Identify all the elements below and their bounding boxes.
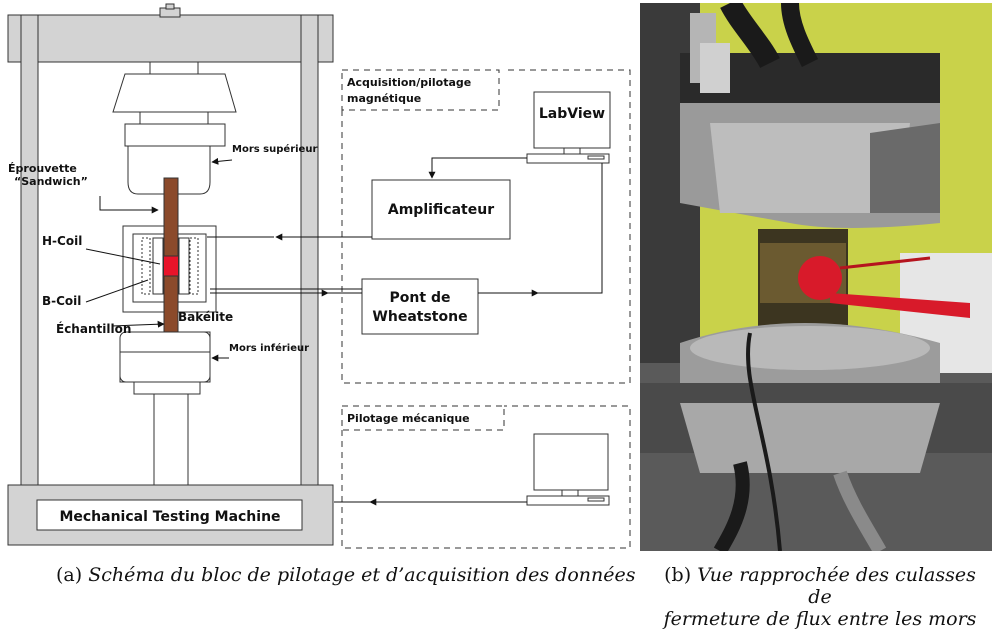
caption-a: (a) Schéma du bloc de pilotage et d’acqu…	[56, 564, 635, 586]
caption-b-line2: fermeture de flux entre les mors	[663, 608, 977, 630]
labview-label: LabView	[539, 106, 605, 122]
b-coil-label: B-Coil	[42, 294, 81, 308]
amplificateur-box	[371, 179, 511, 240]
lower-grip	[119, 331, 211, 489]
upper-grip	[127, 145, 211, 195]
amplificateur-label: Amplificateur	[388, 202, 494, 218]
caption-b-line1: Vue rapprochée des culasses de	[697, 564, 976, 608]
wheatstone-box	[361, 278, 479, 335]
acquisition-dashed-box	[341, 69, 631, 384]
machine-base	[7, 484, 334, 546]
upper-load-cell	[112, 61, 237, 147]
caption-b: (b) Vue rapprochée des culasses de ferme…	[650, 564, 990, 630]
acquisition-title-line1: Acquisition/pilotage	[347, 76, 471, 89]
mors-superieur-label: Mors supérieur	[232, 143, 317, 155]
h-coil-marker	[164, 256, 178, 276]
b-coil-leader	[85, 279, 149, 303]
sample-strip-upper	[163, 177, 179, 257]
echantillon-arrow	[111, 320, 165, 328]
wheatstone-label-line1: Pont de	[390, 290, 451, 306]
bakelite-label: Bakélite	[178, 310, 233, 324]
control-computer	[526, 433, 610, 506]
h-coil-leader	[85, 248, 161, 265]
wheatstone-label-line2: Wheatstone	[372, 309, 467, 325]
pilotage-title: Pilotage mécanique	[347, 412, 470, 425]
echantillon-label: Échantillon	[56, 321, 131, 336]
grips-photo	[640, 3, 992, 551]
eprouvette-label-line2: “Sandwich”	[14, 175, 88, 188]
caption-b-tag: (b)	[664, 564, 692, 586]
h-coil-label: H-Coil	[42, 234, 82, 248]
labview-computer	[526, 91, 611, 164]
eprouvette-label-line1: Éprouvette	[8, 162, 77, 175]
labview-to-amp-arrow	[428, 157, 527, 179]
acquisition-title-line2: magnétique	[347, 92, 421, 105]
caption-a-text: Schéma du bloc de pilotage et d’acquisit…	[88, 564, 636, 586]
machine-label: Mechanical Testing Machine	[59, 509, 280, 525]
mors-superieur-arrow	[211, 157, 233, 165]
pilotage-dashed-box	[341, 405, 631, 549]
schematic-diagram: Mechanical Testing Machine Éprouvette “S…	[7, 3, 631, 549]
eprouvette-arrow	[99, 196, 159, 214]
mors-inferieur-label: Mors inférieur	[229, 342, 309, 354]
testing-machine-frame	[7, 3, 334, 486]
caption-a-tag: (a)	[56, 564, 83, 586]
